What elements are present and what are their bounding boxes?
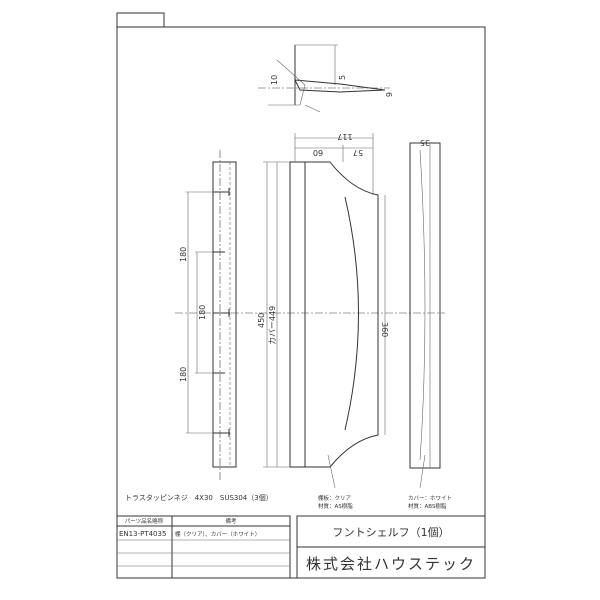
dim-pitch-3: 180 [179, 367, 188, 382]
dim-pitch-1: 180 [179, 247, 188, 262]
dim-depth-b: 57 [353, 148, 363, 157]
parts-table: パーツ品名略称 備考 EN13-PT4035 棚（クリア）、カバー（ホワイト） [116, 515, 291, 579]
dim-10: 10 [270, 75, 279, 85]
section-detail: 5 6 10 [258, 44, 393, 113]
dim-cover-depth: 35 [420, 138, 430, 147]
screw-note: トラスタッピンネジ 4X30 SUS304（3個） [125, 493, 273, 502]
shelf-color-note: 棚板：クリア [318, 494, 352, 502]
cover-color-note: カバー：ホワイト [408, 495, 452, 502]
company-name: 株式会社ハウステック [306, 555, 476, 573]
corner-box [116, 12, 165, 28]
dim-total-depth: 117 [337, 132, 352, 141]
table-cell-part: EN13-PT4035 [119, 530, 166, 538]
product-title: フントシェルフ（1個） [332, 526, 449, 539]
side-view: 180 180 180 [179, 150, 237, 480]
cover-material-note: 材質：ABS樹脂 [408, 502, 447, 510]
dim-6: 6 [384, 92, 393, 97]
table-header-note: 備考 [225, 517, 237, 525]
dim-pitch-2: 180 [198, 305, 207, 320]
cover-view: 35 [409, 138, 441, 469]
dim-5: 5 [338, 75, 347, 80]
title-block: フントシェルフ（1個） 株式会社ハウステック [296, 515, 486, 579]
front-view: 450 カバー449 360 117 60 57 [175, 132, 445, 468]
dim-shelf-height: 360 [380, 322, 389, 337]
dim-depth-a: 60 [313, 148, 323, 157]
dim-cover-height: カバー449 [268, 306, 277, 345]
table-header-part: パーツ品名略称 [125, 517, 164, 525]
table-cell-note: 棚（クリア）、カバー（ホワイト） [175, 530, 260, 538]
dim-height: 450 [257, 313, 266, 328]
shelf-material-note: 材質：AS樹脂 [318, 502, 353, 510]
